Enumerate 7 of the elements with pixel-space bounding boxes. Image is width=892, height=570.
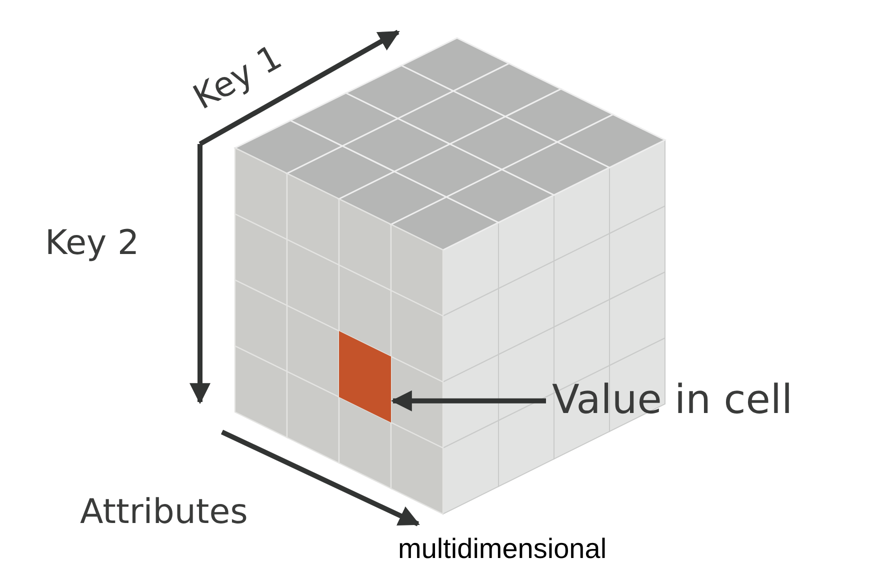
axis-label: Key 2 xyxy=(45,225,140,262)
axis-label: Key 1 xyxy=(188,39,288,118)
callout-text: Value in cell xyxy=(552,378,793,422)
caption-text: multidimensional xyxy=(398,534,607,565)
axis-label: Attributes xyxy=(80,494,248,532)
leader-arrow xyxy=(390,390,546,412)
highlighted-cell xyxy=(339,331,391,422)
